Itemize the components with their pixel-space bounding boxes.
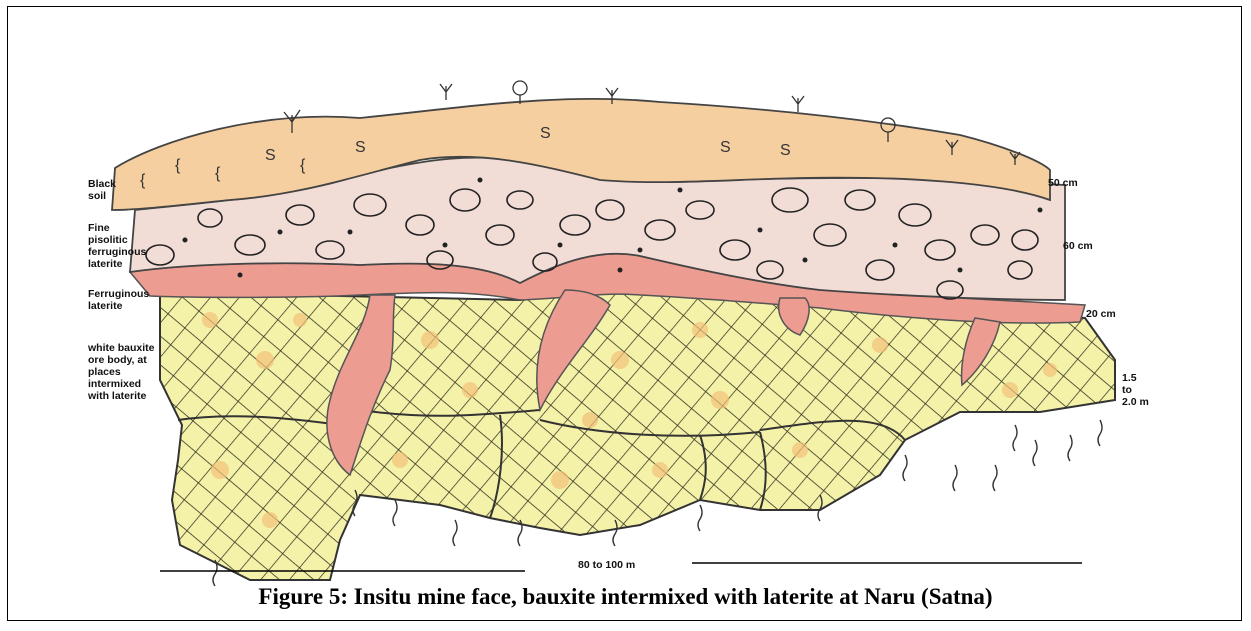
svg-text:{: { bbox=[175, 157, 181, 174]
figure-caption: Figure 5: Insitu mine face, bauxite inte… bbox=[0, 584, 1251, 610]
thickness-pisolitic-laterite: 60 cm bbox=[1063, 240, 1093, 252]
thickness-ferruginous-laterite: 20 cm bbox=[1086, 308, 1116, 320]
label-white-bauxite: white bauxite ore body, at places interm… bbox=[88, 342, 155, 402]
svg-text:S: S bbox=[540, 125, 551, 142]
scale-label: 80 to 100 m bbox=[578, 559, 635, 571]
svg-text:{: { bbox=[140, 172, 146, 189]
thickness-bauxite: 1.5 to 2.0 m bbox=[1122, 372, 1149, 408]
svg-text:S: S bbox=[265, 147, 276, 164]
svg-text:S: S bbox=[720, 139, 731, 156]
svg-text:S: S bbox=[780, 142, 791, 159]
label-fine-pisolitic-laterite: Fine pisolitic ferruginous laterite bbox=[88, 222, 146, 270]
svg-text:S: S bbox=[355, 139, 366, 156]
svg-text:{: { bbox=[215, 165, 221, 182]
label-black-soil: Black soil bbox=[88, 178, 116, 202]
label-ferruginous-laterite: Ferruginous laterite bbox=[88, 288, 149, 312]
svg-text:{: { bbox=[300, 157, 306, 174]
thickness-black-soil: 50 cm bbox=[1048, 177, 1078, 189]
